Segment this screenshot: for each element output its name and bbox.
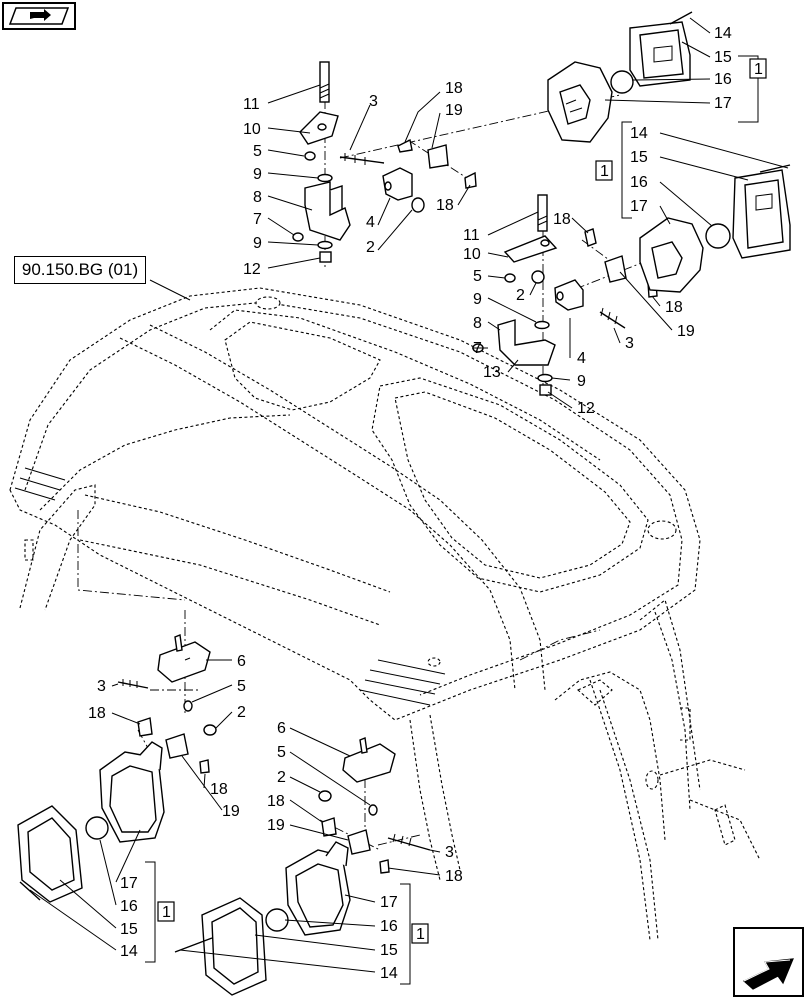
- callout: 14: [120, 943, 138, 960]
- callout: 19: [222, 803, 240, 820]
- cab-body: [19, 484, 761, 941]
- callout: 15: [120, 921, 138, 938]
- previous-page-button[interactable]: [2, 2, 76, 30]
- cab-roof: [9, 287, 701, 721]
- callout: 3: [625, 335, 634, 352]
- lower-left-lamp: [17, 741, 165, 903]
- callout: 15: [714, 49, 732, 66]
- callout: 14: [714, 25, 732, 42]
- callout: 2: [366, 239, 375, 256]
- callouts-upper-middle: 11 18 10 5 2 9 8 7 13 4 9 12 18 19 3: [463, 211, 695, 417]
- callouts-lower-left: 6 3 5 18 2 18 19 17 16 15 14: [88, 653, 246, 960]
- callout: 18: [210, 781, 228, 798]
- callout: 10: [463, 246, 481, 263]
- callout: 18: [553, 211, 571, 228]
- callout: 6: [277, 720, 286, 737]
- callout: 15: [380, 942, 398, 959]
- group-marker: 1: [595, 160, 613, 181]
- next-page-button[interactable]: [733, 927, 804, 997]
- callout: 3: [97, 678, 106, 695]
- group-marker: 1: [411, 923, 429, 944]
- callout: 5: [277, 744, 286, 761]
- group-marker-label: 1: [416, 926, 425, 943]
- callouts-lower-middle: 6 5 2 18 19 3 18 17 16 15 14: [267, 720, 463, 982]
- callout: 18: [445, 868, 463, 885]
- callout: 19: [445, 102, 463, 119]
- callout: 4: [366, 214, 375, 231]
- leader-lines: [29, 17, 789, 985]
- callout: 17: [714, 95, 732, 112]
- callout: 17: [120, 875, 138, 892]
- callout: 8: [253, 189, 262, 206]
- callout: 8: [473, 315, 482, 332]
- lower-left-bracket-assembly: [117, 634, 217, 774]
- right-lamp: [639, 164, 791, 293]
- callout: 10: [243, 121, 261, 138]
- callouts-upper-right-lamp: 14 15 16 17: [714, 25, 732, 112]
- callout: 3: [445, 844, 454, 861]
- folder-back-icon: [8, 7, 70, 25]
- callout: 11: [243, 96, 260, 113]
- callout: 12: [243, 261, 261, 278]
- callout: 6: [237, 653, 246, 670]
- callout: 5: [473, 268, 482, 285]
- lower-middle-lamp: [174, 841, 351, 996]
- callout: 17: [380, 894, 398, 911]
- callout: 16: [380, 918, 398, 935]
- callout: 11: [463, 227, 480, 244]
- callout: 9: [253, 166, 262, 183]
- group-marker-label: 1: [162, 904, 171, 921]
- callout: 16: [714, 71, 732, 88]
- callout: 18: [88, 705, 106, 722]
- callout: 9: [473, 291, 482, 308]
- arrow-next-icon: [742, 958, 794, 990]
- callout: 12: [577, 400, 595, 417]
- callout: 2: [237, 704, 246, 721]
- callout: 4: [577, 350, 586, 367]
- callout: 9: [253, 235, 262, 252]
- callout: 3: [369, 93, 378, 110]
- callout: 18: [665, 299, 683, 316]
- callout: 14: [380, 965, 398, 982]
- upper-right-lamp: [547, 11, 693, 143]
- callout: 9: [577, 373, 586, 390]
- group-marker: 1: [749, 58, 767, 79]
- callout: 7: [253, 211, 262, 228]
- callout: 5: [237, 678, 246, 695]
- callout: 17: [630, 198, 648, 215]
- callout: 15: [630, 149, 648, 166]
- callout: 2: [516, 287, 525, 304]
- group-markers: 1 1 1 1: [157, 58, 767, 944]
- reference-label[interactable]: 90.150.BG (01): [14, 256, 146, 284]
- callout: 16: [120, 898, 138, 915]
- callouts-right-lamp: 14 15 16 17: [630, 125, 648, 215]
- callout: 18: [436, 197, 454, 214]
- callout: 18: [445, 80, 463, 97]
- callout: 5: [253, 143, 262, 160]
- upper-left-bracket-assembly: [292, 61, 477, 263]
- callout: 2: [277, 769, 286, 786]
- callout: 16: [630, 174, 648, 191]
- callout: 14: [630, 125, 648, 142]
- callout: 19: [267, 817, 285, 834]
- callout: 18: [267, 793, 285, 810]
- group-marker-label: 1: [600, 163, 609, 180]
- callouts-upper-left: 11 10 5 9 8 7 9 12 3 18 19 4 2 18: [243, 80, 463, 278]
- group-marker: 1: [157, 901, 175, 922]
- callout: 7: [473, 340, 482, 357]
- callout: 19: [677, 323, 695, 340]
- lower-middle-bracket-assembly: [318, 737, 431, 874]
- group-marker-label: 1: [754, 61, 763, 78]
- callout: 13: [483, 364, 501, 381]
